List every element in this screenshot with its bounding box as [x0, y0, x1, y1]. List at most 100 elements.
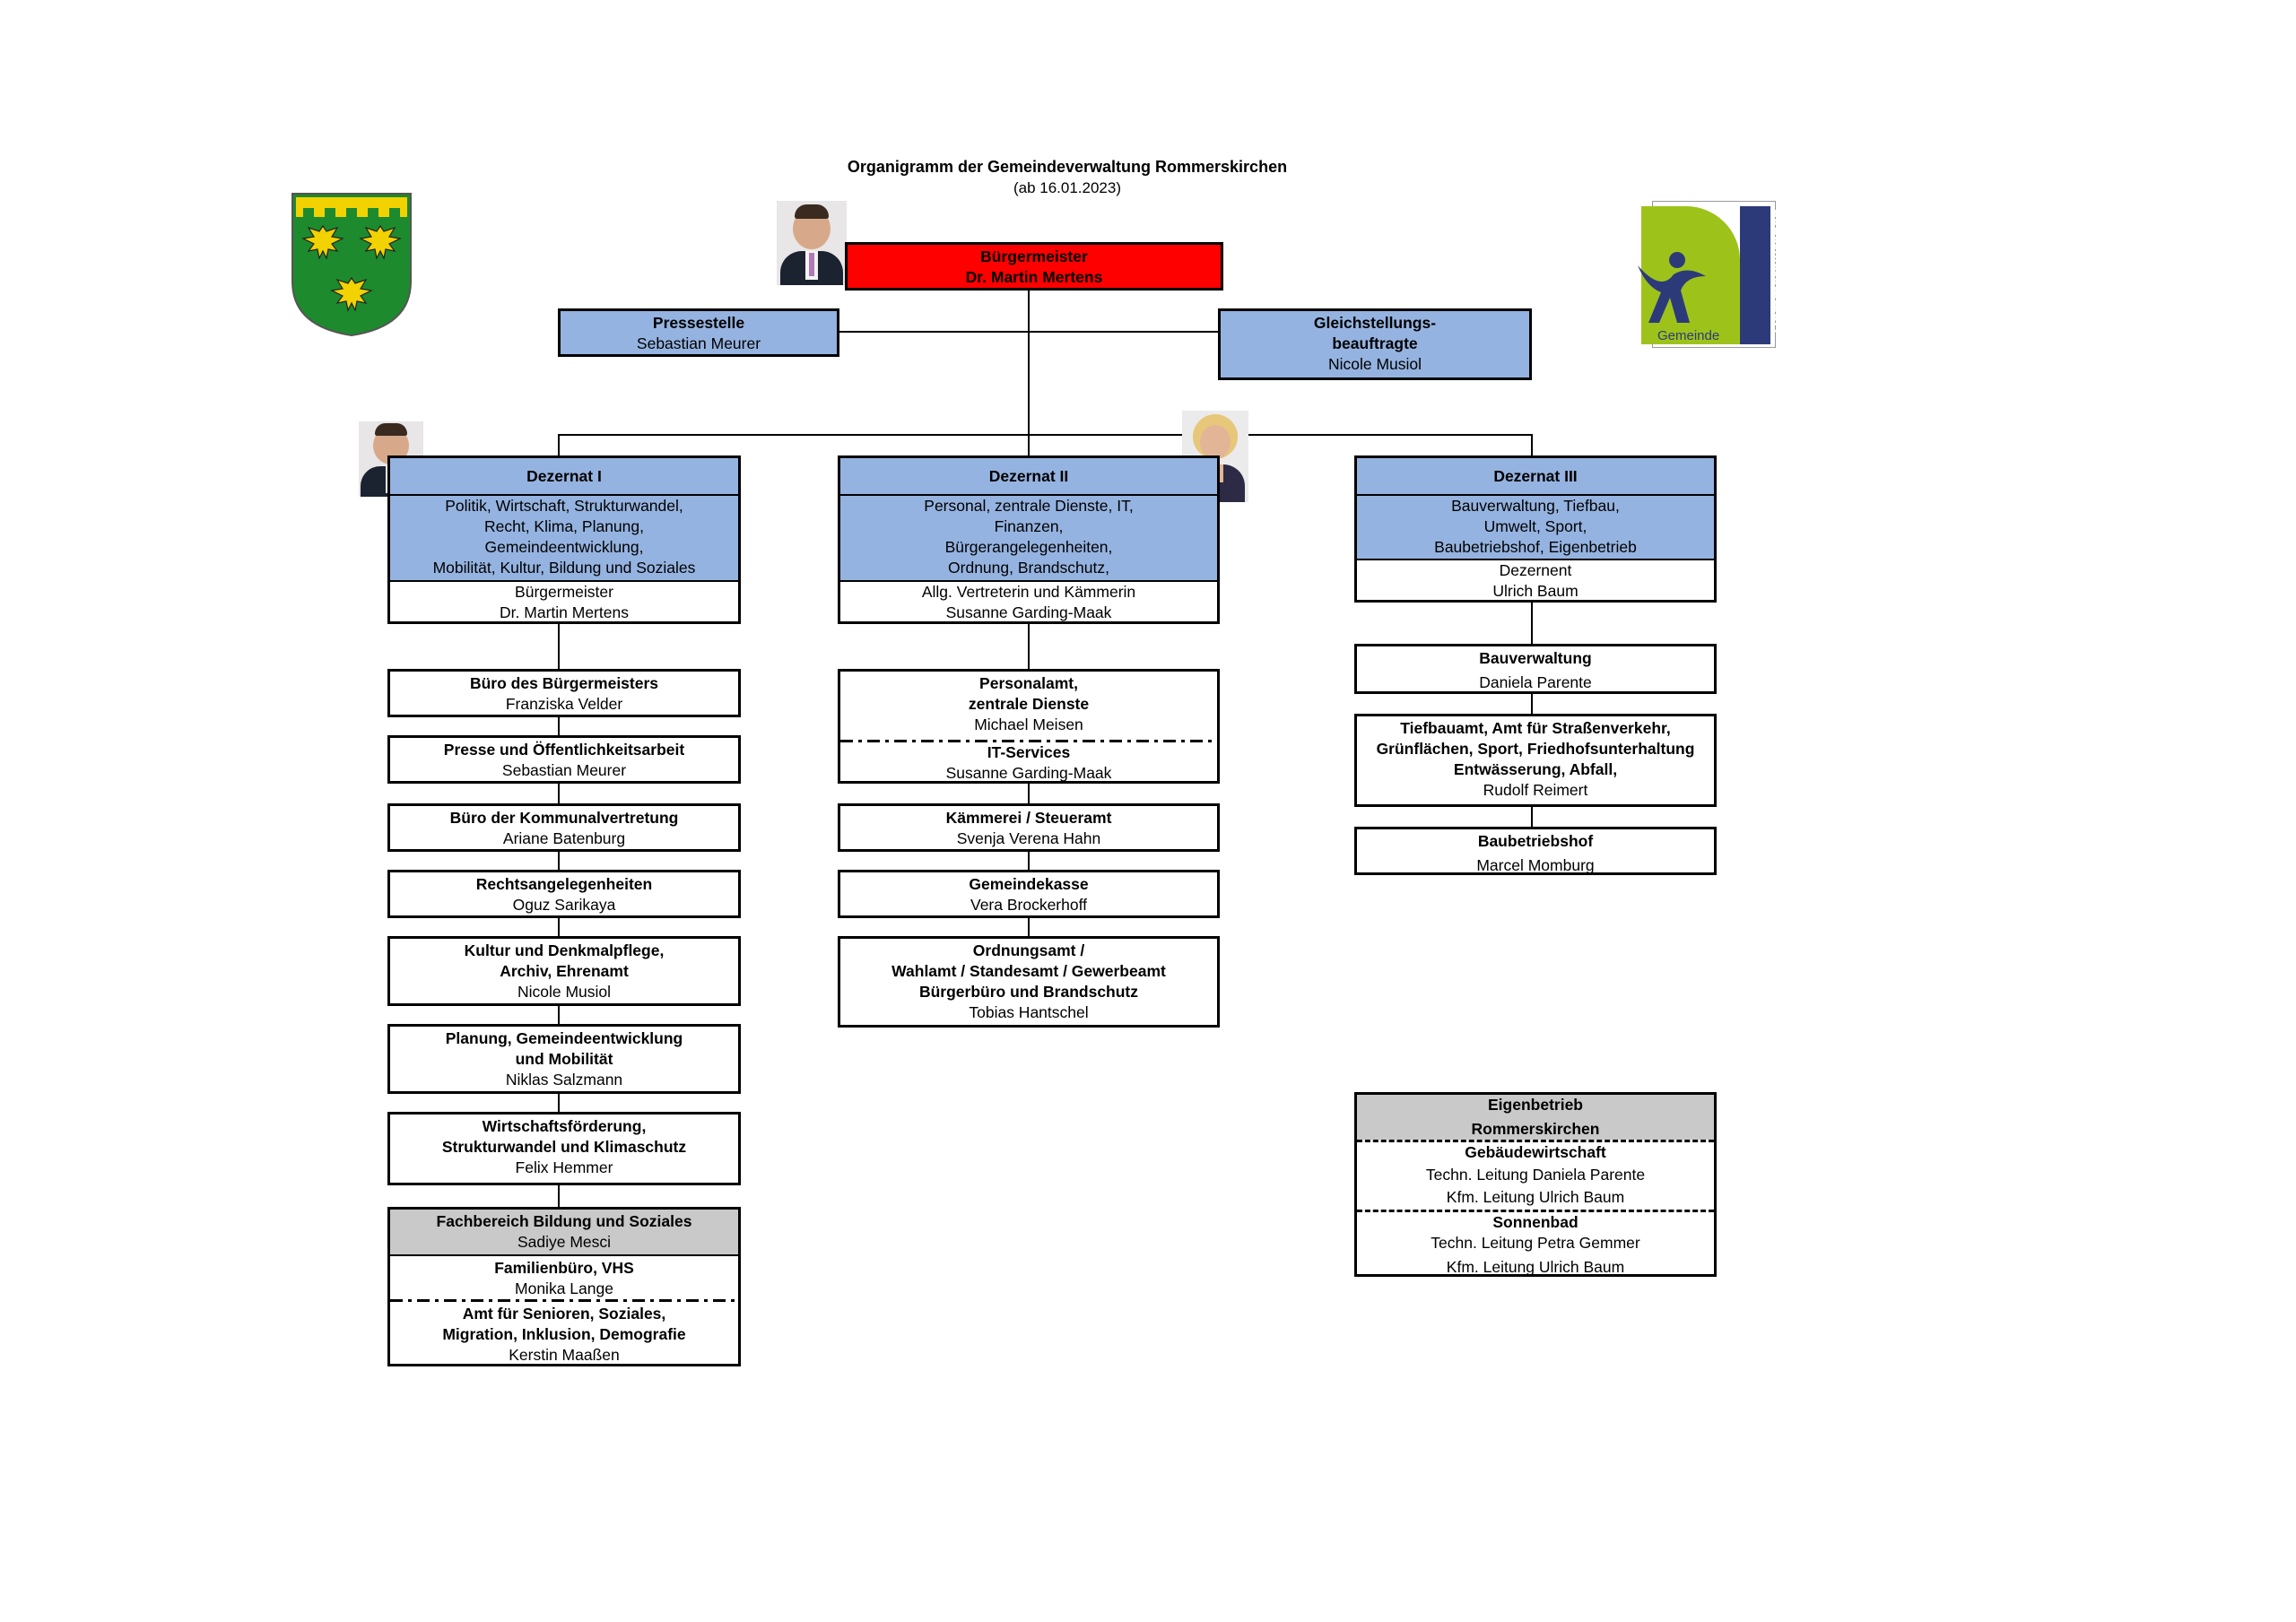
gebaeudewirtschaft-tech-lead: Techn. Leitung Daniela Parente	[1425, 1166, 1646, 1184]
dezernat3-title: Dezernat III	[1357, 458, 1714, 494]
unit-title: Presse und Öffentlichkeitsarbeit	[443, 741, 685, 759]
familienbuero-head: Monika Lange	[515, 1279, 613, 1297]
unit-head: Felix Hemmer	[515, 1158, 613, 1176]
logo-word-gemeinde: Gemeinde	[1657, 328, 1720, 343]
fachbereich-bildung-soziales: Fachbereich Bildung und Soziales Sadiye …	[387, 1207, 741, 1366]
eigenbetrieb-title: Rommerskirchen	[1471, 1120, 1600, 1138]
dezernat3-scope-line: Bauverwaltung, Tiefbau,	[1451, 497, 1620, 515]
unit-title: Wirtschaftsförderung,	[482, 1117, 647, 1135]
sonnenbad-kfm-lead: Kfm. Leitung Ulrich Baum	[1446, 1258, 1625, 1276]
it-services-head: Susanne Garding-Maak	[945, 764, 1112, 782]
unit-title: Grünflächen, Sport, Friedhofsunterhaltun…	[1376, 740, 1695, 758]
dezernat2-scope-line: Bürgerangelegenheiten,	[944, 538, 1113, 556]
unit-title: Tiefbauamt, Amt für Straßenverkehr,	[1400, 719, 1671, 737]
unit-title: Bauverwaltung	[1479, 649, 1592, 667]
unit-head: Niklas Salzmann	[505, 1071, 623, 1089]
connector-dez3-drop	[1531, 434, 1533, 457]
sonnenbad-title: Sonnenbad	[1492, 1213, 1578, 1231]
unit-head: Nicole Musiol	[517, 983, 612, 1001]
unit-title: Wahlamt / Standesamt / Gewerbeamt	[891, 962, 1166, 980]
equality-officer-title-1: Gleichstellungs-	[1313, 314, 1437, 332]
dezernat3-role: Dezernent	[1499, 561, 1572, 579]
dezernat1-role: Bürgermeister	[515, 583, 613, 601]
dezernat1-scope-line: Politik, Wirtschaft, Strukturwandel,	[445, 497, 683, 515]
unit-kultur-denkmalpflege: Kultur und Denkmalpflege, Archiv, Ehrena…	[387, 936, 741, 1006]
eigenbetrieb-title: Eigenbetrieb	[1488, 1096, 1583, 1114]
dezernat2-role: Allg. Vertreterin und Kämmerin	[921, 583, 1136, 601]
eigenbetrieb-box: Eigenbetrieb Rommerskirchen Gebäudewirts…	[1354, 1092, 1717, 1277]
unit-wirtschaftsfoerderung: Wirtschaftsförderung, Strukturwandel und…	[387, 1112, 741, 1185]
dezernat1-scope: Politik, Wirtschaft, Strukturwandel, Rec…	[390, 494, 738, 580]
page-subtitle: (ab 16.01.2023)	[1013, 179, 1122, 196]
unit-planung-gemeindeentwicklung: Planung, Gemeindeentwicklung und Mobilit…	[387, 1024, 741, 1094]
unit-title: Kämmerei / Steueramt	[945, 809, 1112, 827]
gebaeudewirtschaft-kfm-lead: Kfm. Leitung Ulrich Baum	[1446, 1188, 1625, 1206]
unit-buero-buergermeister: Büro des Bürgermeisters Franziska Velder	[387, 669, 741, 717]
connector-dezernate-horizontal	[558, 434, 1532, 436]
sonnenbad-tech-lead: Techn. Leitung Petra Gemmer	[1431, 1234, 1640, 1252]
municipality-logo: Gemeinde Rommerskirchen	[1634, 195, 1796, 353]
person-figure-icon	[1638, 252, 1706, 323]
connector-dez1-drop	[558, 434, 560, 457]
dezernat1-title: Dezernat I	[390, 458, 738, 494]
press-office-title: Pressestelle	[652, 314, 745, 332]
dezernat2-scope-line: Personal, zentrale Dienste, IT,	[924, 497, 1134, 515]
familienbuero-title: Familienbüro, VHS	[494, 1259, 634, 1277]
dezernat1-scope-line: Recht, Klima, Planung,	[483, 517, 644, 535]
fachbereich-head: Sadiye Mesci	[517, 1233, 612, 1251]
unit-title: und Mobilität	[515, 1050, 613, 1068]
unit-gemeindekasse: Gemeindekasse Vera Brockerhoff	[838, 870, 1220, 918]
unit-head: Ariane Batenburg	[502, 829, 626, 847]
dezernat3-scope: Bauverwaltung, Tiefbau, Umwelt, Sport, B…	[1357, 494, 1714, 559]
dezernat1-head-name: Dr. Martin Mertens	[500, 603, 629, 621]
press-office-box: Pressestelle Sebastian Meurer	[558, 308, 839, 357]
unit-presse-oeffentlichkeitsarbeit: Presse und Öffentlichkeitsarbeit Sebasti…	[387, 735, 741, 784]
unit-tiefbauamt: Tiefbauamt, Amt für Straßenverkehr, Grün…	[1354, 714, 1717, 807]
senioren-amt-title: Amt für Senioren, Soziales,	[462, 1305, 666, 1323]
unit-ordnungsamt: Ordnungsamt / Wahlamt / Standesamt / Gew…	[838, 936, 1220, 1028]
unit-head: Daniela Parente	[1479, 673, 1592, 691]
unit-head: Rudolf Reimert	[1483, 781, 1588, 799]
unit-head: Vera Brockerhoff	[970, 896, 1088, 914]
dezernat2-box: Dezernat II Personal, zentrale Dienste, …	[838, 455, 1220, 624]
dezernat3-scope-line: Umwelt, Sport,	[1483, 517, 1587, 535]
dezernat1-scope-line: Mobilität, Kultur, Bildung und Soziales	[432, 559, 696, 577]
mayor-box: Bürgermeister Dr. Martin Mertens	[845, 242, 1223, 291]
mayor-title: Bürgermeister	[980, 247, 1088, 265]
it-services-title: IT-Services	[987, 743, 1071, 761]
dezernat2-scope-line: Finanzen,	[994, 517, 1064, 535]
connector-mayor-trunk	[1028, 289, 1030, 455]
dezernat3-scope-line: Baubetriebshof, Eigenbetrieb	[1434, 538, 1637, 556]
unit-baubetriebshof: Baubetriebshof Marcel Momburg	[1354, 827, 1717, 875]
equality-officer-title-2: beauftragte	[1332, 334, 1418, 352]
unit-rechtsangelegenheiten: Rechtsangelegenheiten Oguz Sarikaya	[387, 870, 741, 918]
senioren-amt-head: Kerstin Maaßen	[509, 1346, 620, 1364]
connector-staff-horizontal	[839, 331, 1220, 333]
unit-title: Entwässerung, Abfall,	[1453, 760, 1618, 778]
unit-title: Strukturwandel und Klimaschutz	[441, 1138, 687, 1156]
unit-title: Archiv, Ehrenamt	[500, 962, 629, 980]
unit-title: Kultur und Denkmalpflege,	[464, 941, 665, 959]
unit-title: Büro der Kommunalvertretung	[449, 809, 679, 827]
unit-head: Svenja Verena Hahn	[956, 829, 1101, 847]
unit-head: Oguz Sarikaya	[512, 896, 616, 914]
dezernat1-box: Dezernat I Politik, Wirtschaft, Struktur…	[387, 455, 741, 624]
dezernat2-head-name: Susanne Garding-Maak	[945, 603, 1112, 621]
unit-title: Büro des Bürgermeisters	[469, 674, 659, 692]
dezernat2-scope-line: Ordnung, Brandschutz,	[948, 559, 1109, 577]
unit-title: zentrale Dienste	[968, 695, 1090, 713]
senioren-amt-title: Migration, Inklusion, Demografie	[442, 1325, 686, 1343]
page-title: Organigramm der Gemeindeverwaltung Romme…	[847, 158, 1288, 176]
dezernat3-head-name: Ulrich Baum	[1492, 582, 1578, 600]
dezernat2-scope: Personal, zentrale Dienste, IT, Finanzen…	[840, 494, 1217, 580]
logo-word-rommerskirchen: Rommerskirchen	[1769, 208, 1786, 334]
gebaeudewirtschaft-title: Gebäudewirtschaft	[1465, 1143, 1606, 1161]
dezernat1-scope-line: Gemeindeentwicklung,	[484, 538, 644, 556]
unit-head: Sebastian Meurer	[501, 761, 627, 779]
unit-title: Baubetriebshof	[1477, 832, 1594, 850]
fachbereich-title: Fachbereich Bildung und Soziales	[436, 1212, 692, 1230]
equality-officer-box: Gleichstellungs- beauftragte Nicole Musi…	[1218, 308, 1532, 380]
unit-buero-kommunalvertretung: Büro der Kommunalvertretung Ariane Baten…	[387, 803, 741, 852]
unit-kaemmerei: Kämmerei / Steueramt Svenja Verena Hahn	[838, 803, 1220, 852]
equality-officer-name: Nicole Musiol	[1327, 355, 1422, 373]
